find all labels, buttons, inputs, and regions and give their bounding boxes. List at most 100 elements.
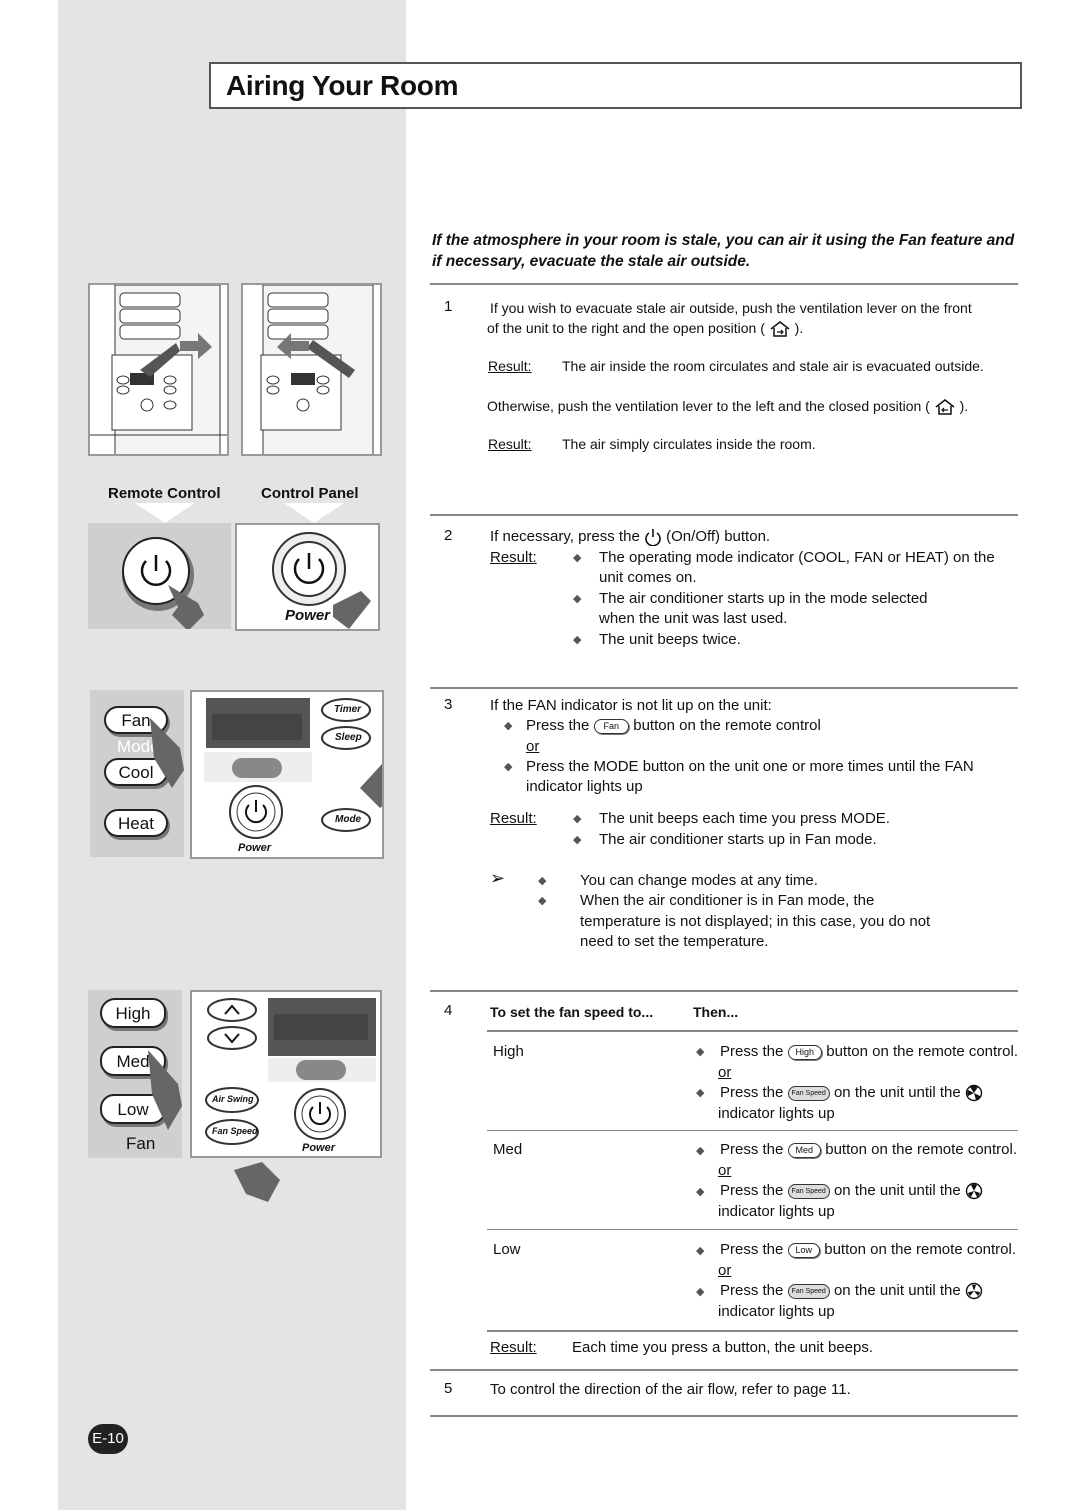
- fan-low-indicator-icon: [965, 1282, 983, 1300]
- step1-otherwise: Otherwise, push the ventilation lever to…: [487, 396, 968, 417]
- step3-r1: The unit beeps each time you press MODE.: [599, 810, 890, 827]
- speed-control-panel: Air Swing Fan Speed Power: [190, 990, 382, 1158]
- diamond-bullet-icon: ◆: [573, 634, 582, 646]
- remote-fan-button[interactable]: Fan: [104, 706, 168, 734]
- unit-illustration-closed: [241, 283, 382, 456]
- press-text: Press the: [720, 1141, 784, 1158]
- fan-speed-button-icon: Fan Speed: [787, 1283, 830, 1299]
- step2-b1a: The operating mode indicator (COOL, FAN …: [599, 549, 995, 566]
- step1-line2: of the unit to the right and the open po…: [487, 318, 803, 339]
- press-text: Press the: [720, 1241, 784, 1258]
- caption-pointer-remote: [135, 503, 195, 523]
- mode-button-label[interactable]: Mode: [335, 814, 362, 825]
- fan-high-indicator-icon: [965, 1084, 983, 1102]
- step5-line: To control the direction of the air flow…: [490, 1381, 851, 1398]
- step1-line2-b: ).: [794, 320, 804, 336]
- fan-button-icon: Fan: [593, 718, 630, 734]
- med-or: or: [718, 1162, 732, 1179]
- diamond-bullet-icon: ◆: [504, 761, 513, 773]
- press-text: Press the: [720, 1282, 784, 1299]
- step2-line: If necessary, press the (On/Off) button.: [490, 527, 770, 548]
- panel-power-panel: Power: [235, 523, 380, 631]
- power-label: Power: [285, 607, 331, 624]
- unit-until-text: on the unit until the: [833, 1084, 961, 1101]
- high-unit-line: Press the Fan Speed on the unit until th…: [720, 1083, 983, 1104]
- diamond-bullet-icon: ◆: [504, 720, 513, 732]
- step1-otherwise-b: ).: [959, 398, 969, 414]
- rule-row-low: [487, 1330, 1018, 1332]
- step1-result-label-2: Result:: [488, 436, 532, 452]
- power-small-label-2: Power: [302, 1142, 336, 1154]
- diamond-bullet-icon: ◆: [573, 593, 582, 605]
- low-or: or: [718, 1262, 732, 1279]
- med-remote-text: button on the remote control.: [825, 1141, 1018, 1158]
- remote-heat-button[interactable]: Heat: [104, 809, 168, 837]
- fan-speed-arrow: [234, 1162, 280, 1202]
- power-small-label: Power: [238, 842, 272, 854]
- air-swing-button-label[interactable]: Air Swing: [212, 1094, 254, 1104]
- step3-result-label: Result:: [490, 810, 537, 827]
- rule-row-med: [487, 1229, 1018, 1230]
- step4-col2-header: Then...: [693, 1004, 739, 1020]
- remote-high-button[interactable]: High: [100, 998, 166, 1028]
- low-indicator: indicator lights up: [718, 1303, 835, 1320]
- press-text: Press the: [720, 1084, 784, 1101]
- unit-until-text: on the unit until the: [833, 1182, 961, 1199]
- power-icon: [645, 529, 661, 547]
- step1-line1: If you wish to evacuate stale air outsid…: [490, 300, 972, 316]
- rule-step5: [430, 1369, 1018, 1371]
- timer-button-label[interactable]: Timer: [334, 704, 362, 715]
- step1-line2-a: of the unit to the right and the open po…: [487, 320, 765, 336]
- step2-b3: The unit beeps twice.: [599, 631, 741, 648]
- title-box: Airing Your Room: [209, 62, 1022, 109]
- step3-press-a: Press the: [526, 717, 590, 734]
- rule-step3: [430, 687, 1018, 689]
- step3-n2a: When the air conditioner is in Fan mode,…: [580, 892, 875, 909]
- step4-col1-header: To set the fan speed to...: [490, 1004, 654, 1020]
- high-indicator: indicator lights up: [718, 1105, 835, 1122]
- high-button-icon: High: [787, 1044, 823, 1060]
- diamond-bullet-icon: ◆: [573, 813, 582, 825]
- step2-b1b: unit comes on.: [599, 569, 697, 586]
- step4-number: 4: [444, 1002, 453, 1019]
- sleep-button-label[interactable]: Sleep: [335, 732, 362, 743]
- low-button-icon: Low: [787, 1242, 821, 1258]
- step4-result: Each time you press a button, the unit b…: [572, 1339, 874, 1356]
- step3-n2c: need to set the temperature.: [580, 933, 769, 950]
- diamond-bullet-icon: ◆: [573, 552, 582, 564]
- rule-step4: [430, 990, 1018, 992]
- step2-result-label: Result:: [490, 549, 537, 566]
- remote-power-panel: [88, 523, 231, 629]
- caption-pointer-panel: [284, 503, 344, 523]
- mode-control-panel: Timer Sleep Mode Power: [190, 690, 384, 859]
- step1-otherwise-a: Otherwise, push the ventilation lever to…: [487, 398, 930, 414]
- press-text: Press the: [720, 1182, 784, 1199]
- step1-number: 1: [444, 298, 453, 315]
- step4-result-label: Result:: [490, 1339, 537, 1356]
- rule-intro: [430, 283, 1018, 285]
- med-button-icon: Med: [787, 1142, 822, 1158]
- page-title: Airing Your Room: [226, 70, 459, 101]
- diamond-bullet-icon: ◆: [573, 834, 582, 846]
- diamond-bullet-icon: ◆: [696, 1087, 705, 1099]
- med-unit-line: Press the Fan Speed on the unit until th…: [720, 1181, 983, 1202]
- step2-line-b: (On/Off) button.: [666, 528, 771, 545]
- remote-control-caption: Remote Control: [108, 485, 221, 502]
- med-remote-line: Press the Med button on the remote contr…: [720, 1140, 1017, 1161]
- unit-illustration-open: [88, 283, 229, 456]
- step1-result-2: The air simply circulates inside the roo…: [562, 436, 816, 452]
- press-text: Press the: [720, 1043, 784, 1060]
- fan-med-indicator-icon: [965, 1182, 983, 1200]
- closed-position-icon: [935, 399, 955, 416]
- open-position-icon: [770, 321, 790, 338]
- fan-speed-button-label[interactable]: Fan Speed: [212, 1126, 258, 1136]
- step2-line-a: If necessary, press the: [490, 528, 640, 545]
- step3-or: or: [526, 738, 540, 755]
- step3-mode-b: indicator lights up: [526, 778, 643, 795]
- step1-result-label-1: Result:: [488, 358, 532, 374]
- high-or: or: [718, 1064, 732, 1081]
- step3-r2: The air conditioner starts up in Fan mod…: [599, 831, 877, 848]
- step3-mode-a: Press the MODE button on the unit one or…: [526, 758, 974, 775]
- step2-number: 2: [444, 527, 453, 544]
- speed-high: High: [493, 1043, 524, 1060]
